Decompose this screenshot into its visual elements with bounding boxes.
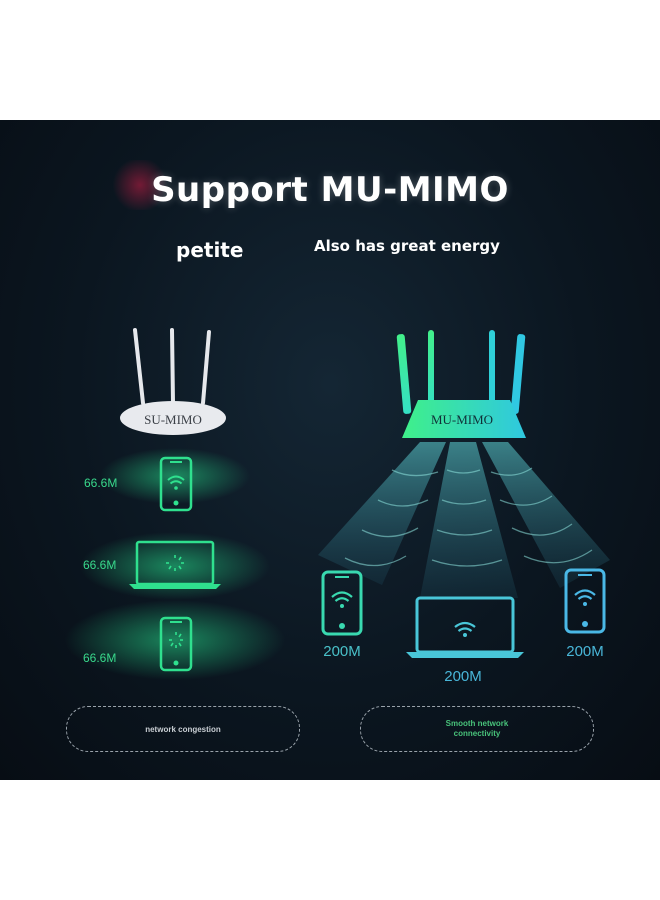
right-laptop-icon bbox=[406, 596, 524, 658]
left-glow-3 bbox=[65, 600, 285, 680]
left-speed-1: 66.6M bbox=[84, 476, 117, 490]
smooth-connectivity-text: Smooth network connectivity bbox=[445, 719, 509, 738]
left-laptop-icon bbox=[129, 540, 221, 589]
mu-mimo-beams bbox=[318, 442, 610, 598]
left-glow-2 bbox=[80, 532, 270, 600]
left-speed-3: 66.6M bbox=[83, 651, 116, 665]
su-mimo-label: SU-MIMO bbox=[144, 412, 202, 427]
left-subtitle: petite bbox=[176, 238, 244, 262]
right-subtitle: Also has great energy bbox=[314, 237, 500, 255]
left-phone-1-icon bbox=[159, 456, 193, 512]
right-speed-2: 200M bbox=[444, 668, 482, 685]
page-title: Support MU-MIMO bbox=[151, 170, 509, 210]
network-congestion-label: network congestion bbox=[66, 706, 300, 752]
left-speed-2: 66.6M bbox=[83, 558, 116, 572]
right-speed-3: 200M bbox=[566, 643, 604, 660]
left-phone-2-icon bbox=[159, 616, 193, 672]
mu-mimo-label: MU-MIMO bbox=[431, 412, 493, 427]
right-phone-left-icon bbox=[321, 570, 363, 636]
mu-mimo-router-icon bbox=[396, 330, 526, 438]
title-glow bbox=[110, 160, 170, 210]
su-mimo-router-icon bbox=[120, 328, 226, 435]
smooth-connectivity-label: Smooth network connectivity bbox=[360, 706, 594, 752]
right-speed-1: 200M bbox=[323, 643, 361, 660]
right-phone-right-icon bbox=[564, 568, 606, 634]
